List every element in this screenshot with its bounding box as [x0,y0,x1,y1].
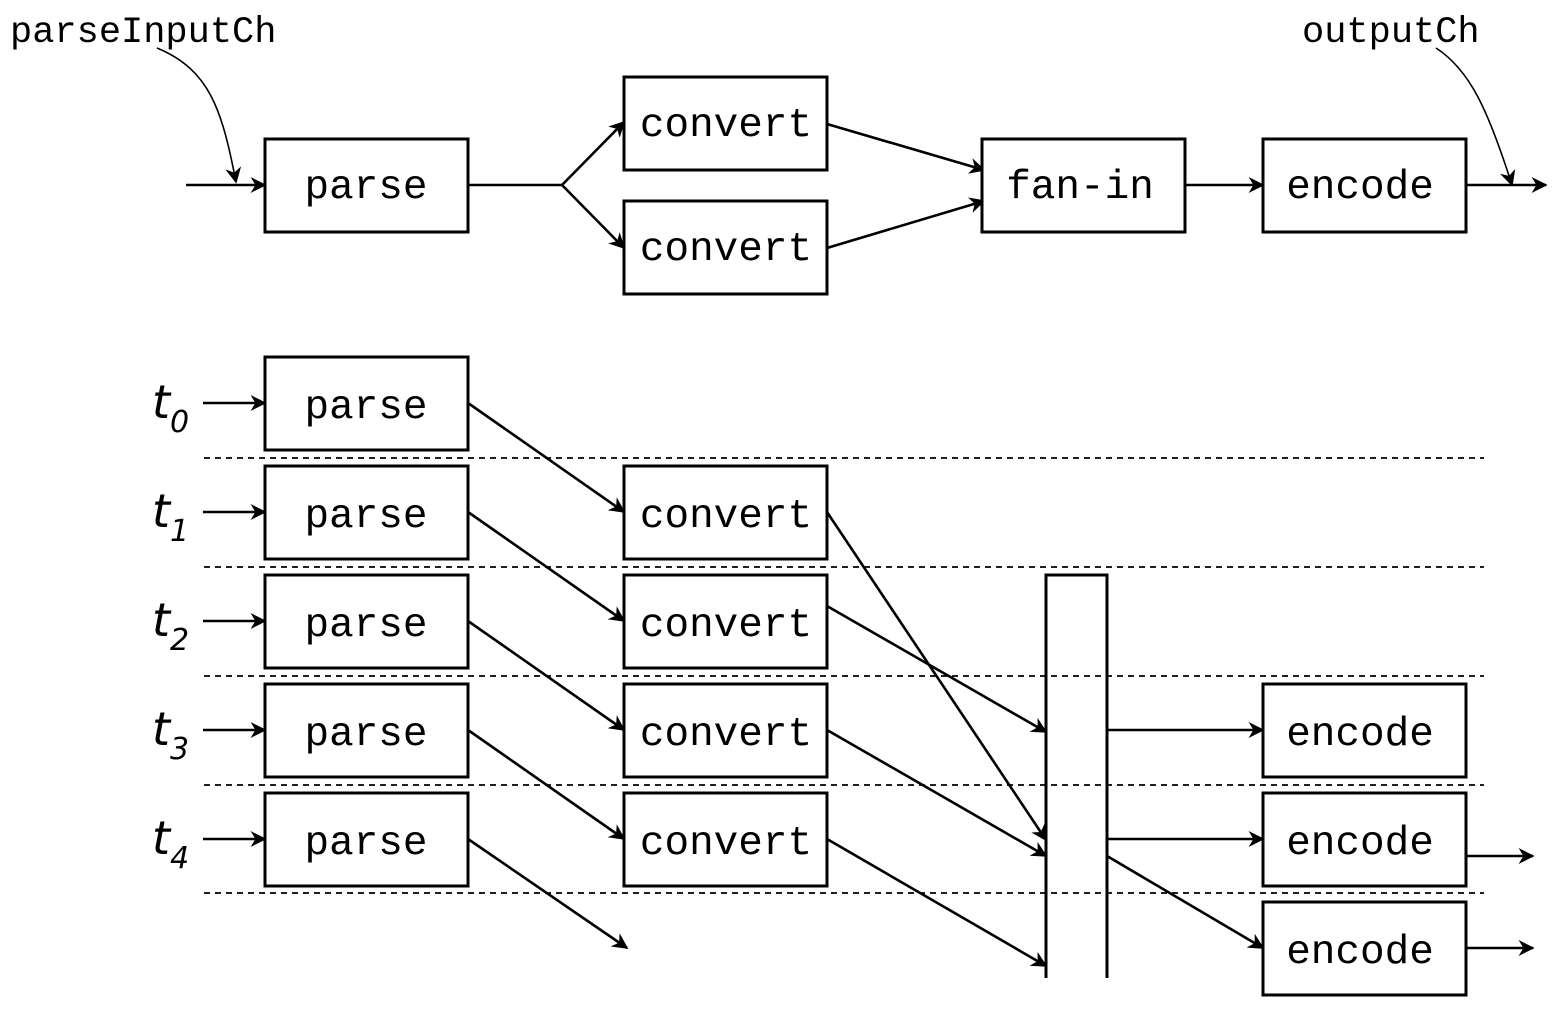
timeline-convert-label-t4: convert [640,821,812,867]
timeline-parse-label-t3: parse [304,712,427,758]
convert-to-fanin-arrow [826,604,1048,734]
timeline-encode-box-t4 [1261,791,1468,888]
encode-label: encode [1286,165,1434,211]
timeline-parse-label-t0: parse [304,385,427,431]
timeline-convert-label-t2: convert [640,603,812,649]
split-arrow-down [561,184,626,250]
parse-to-convert-arrow [467,510,626,623]
time-label-t1: t1 [152,484,189,549]
input-channel-pointer [156,47,242,184]
convert-b-to-fanin-arrow [826,197,986,250]
input-channel-label: parseInputCh [10,12,276,54]
convert-to-fanin-arrow [825,511,1048,842]
timeline-encode-box-t5 [1261,900,1468,997]
output-channel-pointer [1435,47,1516,187]
convert-label-a: convert [640,103,812,149]
timeline-encode-label-t4: encode [1286,821,1434,867]
timeline-convert-box-t2 [622,573,829,670]
timeline-parse-box-t2 [263,573,470,670]
timeline-parse-box-t0 [263,355,470,452]
output-channel-label: outputCh [1302,12,1480,54]
convert-to-fanin-arrow [826,837,1048,968]
time-label-t4: t4 [152,811,189,876]
split-arrow-up [561,120,626,186]
fan-in-bar [1044,573,1109,978]
parse-to-convert-arrow [467,728,626,841]
convert-a-to-fanin-arrow [826,122,986,174]
timeline-parse-box-t3 [263,682,470,779]
convert-to-fanin-arrow [826,728,1048,858]
fanin-to-encode-arrow [1106,854,1265,950]
timeline-convert-box-t3 [622,682,829,779]
fan-in-box [980,137,1187,234]
parse-label: parse [304,165,427,211]
time-label-t3: t3 [152,702,189,767]
timeline-encode-label-t3: encode [1286,712,1434,758]
convert-box-a [622,75,829,172]
parse-to-convert-arrow [467,837,629,950]
parse-to-convert-arrow [467,401,626,514]
convert-label-b: convert [640,227,812,273]
timeline-encode-box-t3 [1261,682,1468,779]
timeline-parse-label-t2: parse [304,603,427,649]
time-label-t2: t2 [152,593,189,658]
timeline-parse-box-t1 [263,464,470,561]
timeline-convert-label-t3: convert [640,712,812,758]
timeline-parse-label-t4: parse [304,821,427,867]
parse-to-convert-arrow [467,619,626,732]
timeline-convert-label-t1: convert [640,494,812,540]
timeline-parse-box-t4 [263,791,470,888]
timeline-encode-label-t5: encode [1286,930,1434,976]
timeline-parse-label-t1: parse [304,494,427,540]
convert-box-b [622,199,829,296]
time-label-t0: t0 [152,375,189,440]
fan-in-label: fan-in [1006,165,1154,211]
timeline-convert-box-t4 [622,791,829,888]
timeline-convert-box-t1 [622,464,829,561]
